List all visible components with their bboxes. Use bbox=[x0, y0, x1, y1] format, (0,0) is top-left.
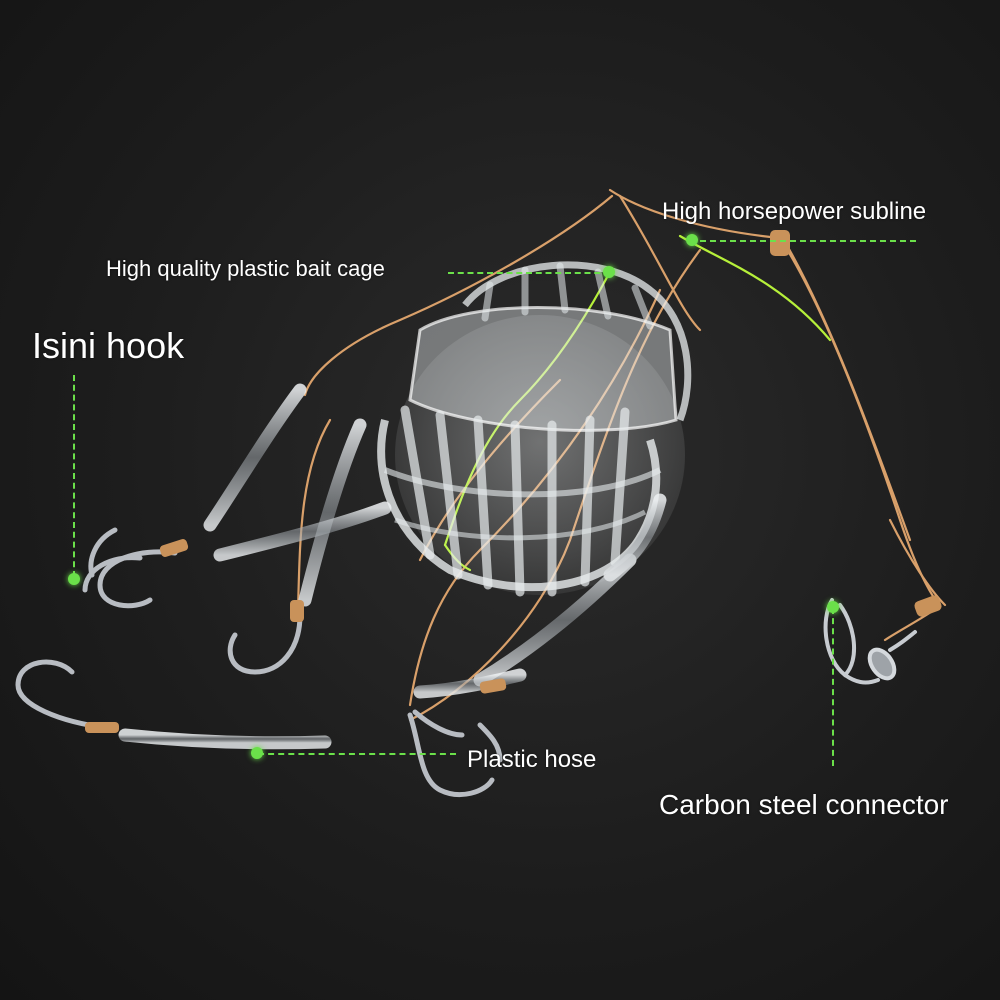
hook-guide-line bbox=[73, 375, 75, 577]
subline-guide-dot bbox=[686, 234, 698, 246]
hose-guide-dot bbox=[251, 747, 263, 759]
hook-guide-dot bbox=[68, 573, 80, 585]
hose-guide-line bbox=[258, 753, 456, 755]
plastic-hoses bbox=[118, 383, 667, 750]
subline-label: High horsepower subline bbox=[662, 198, 927, 225]
knot-wraps bbox=[85, 230, 942, 733]
connector-guide-line bbox=[832, 608, 834, 766]
connector-guide-dot bbox=[827, 601, 839, 613]
snap-swivel-connector bbox=[823, 598, 917, 685]
cage-guide-line bbox=[448, 272, 610, 274]
hooks bbox=[15, 527, 503, 797]
bait-cage bbox=[377, 261, 692, 597]
hook-label: Isini hook bbox=[32, 325, 185, 366]
cage-guide-dot bbox=[603, 266, 615, 278]
plastic-hose-label: Plastic hose bbox=[467, 746, 597, 773]
bait-cage-label: High quality plastic bait cage bbox=[106, 256, 385, 281]
connector-label: Carbon steel connector bbox=[659, 789, 949, 820]
subline-guide-line bbox=[690, 240, 916, 242]
